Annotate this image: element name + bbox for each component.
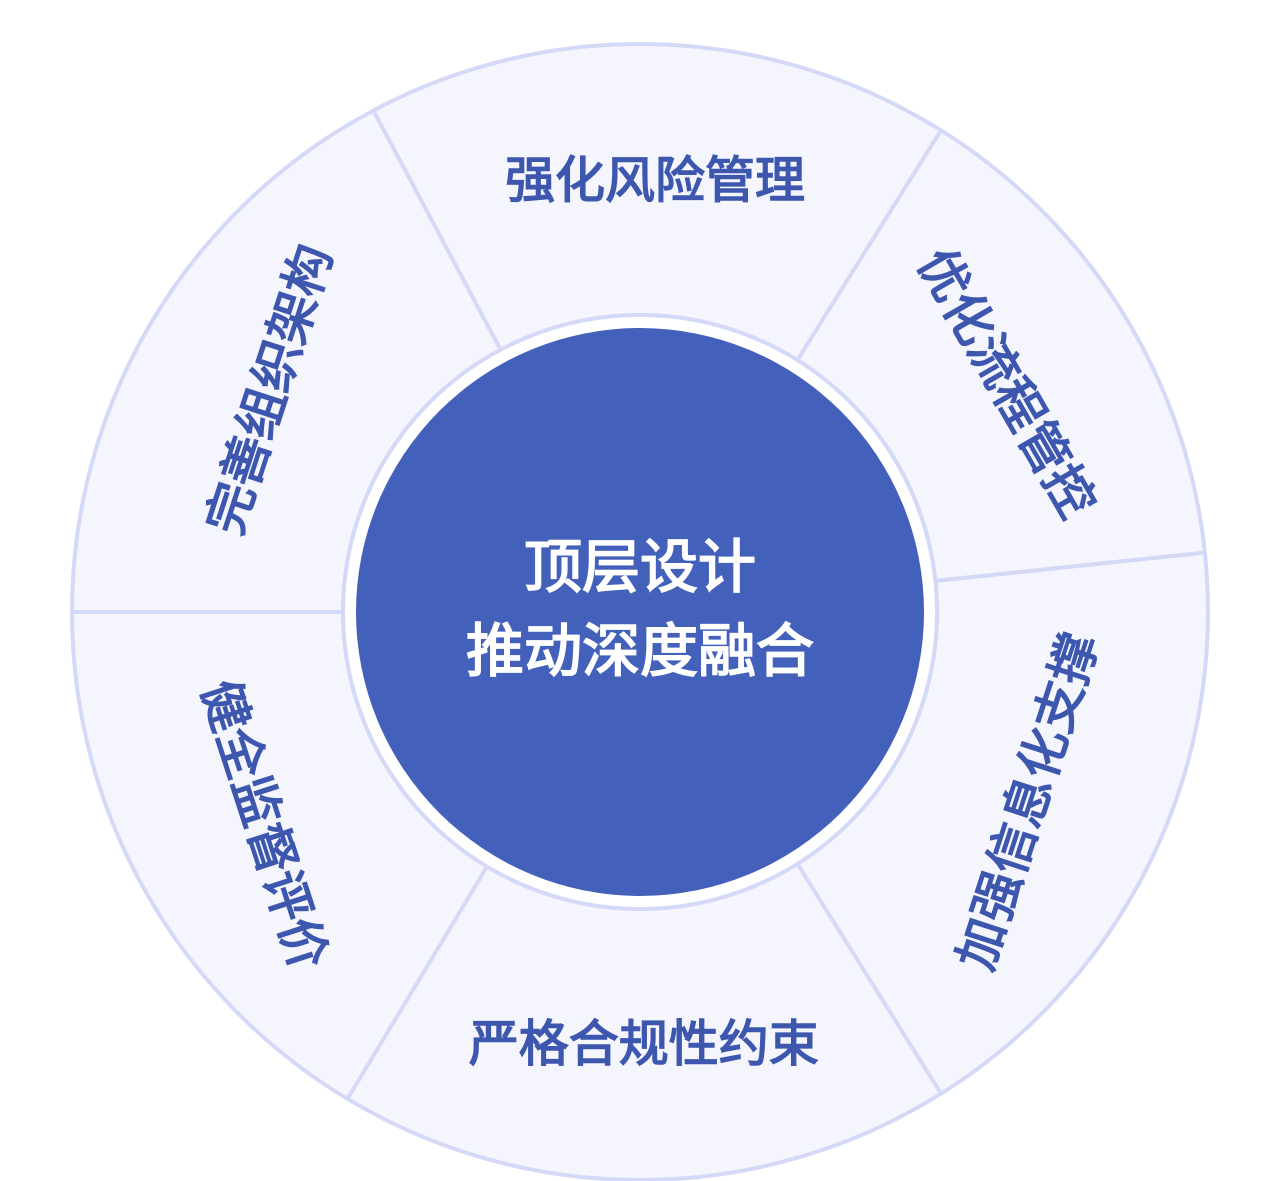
- center-circle: [356, 328, 924, 896]
- segment-label-risk: 强化风险管理: [505, 151, 805, 209]
- segment-label-compliance: 严格合规性约束: [469, 1015, 819, 1073]
- center-title-line2: 推动深度融合: [466, 617, 814, 685]
- center-title-line1: 顶层设计: [524, 533, 756, 601]
